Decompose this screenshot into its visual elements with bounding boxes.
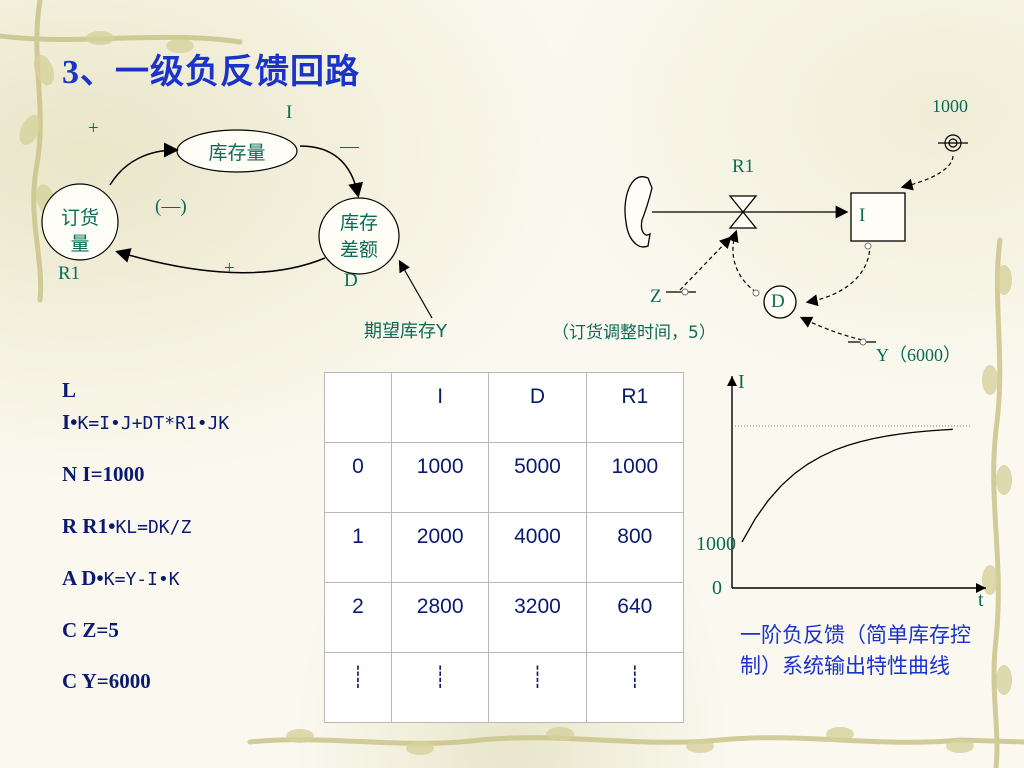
flow-label-R1: R1 [732,156,755,177]
loop-polarity-label: (—) [155,196,187,217]
node-inventory-label: 库存量 [208,143,266,164]
table-cell: 0 [324,442,392,513]
node-order-label-1: 订货 [60,208,99,229]
table-header-cell [324,372,392,443]
series-line [741,428,953,543]
chart-caption: 一阶负反馈（简单库存控制）系统输出特性曲线 [740,623,971,678]
table-cell: 1 [324,512,392,583]
table-cell: 800 [585,512,685,583]
node-gap-label-1: 库存 [339,213,378,234]
rate-valve [728,195,758,229]
equation-line: A D•K=Y-I•K [62,566,180,591]
loop-label-R1: R1 [58,263,81,284]
y-tick-label: 0 [712,577,722,599]
arrow-inventory-to-gap [299,145,363,198]
constant-symbol-1000 [938,134,968,152]
table-row: ┊┊┊┊ [324,652,685,723]
loop-label-plus-bottom: + [224,258,235,279]
flow-label-Y: Y（6000） [876,345,961,365]
equation-line: I•K=I•J+DT*R1•JK [62,410,229,435]
equation-line: C Y=6000 [62,669,151,694]
equation-code: KL=DK/Z [115,517,192,538]
desired-inventory-label: 期望库存Y [364,321,447,342]
equation-prefix: N I=1000 [62,462,145,486]
page-title: 3、一级负反馈回路 [62,54,360,91]
source-cloud [624,176,653,248]
equation-prefix: L [62,378,77,402]
table-cell: 3200 [488,582,587,653]
flow-label-I: I [859,205,866,226]
info-link-D-to-R1 [727,229,757,293]
table-cell: 640 [585,582,685,653]
table-cell: 5000 [488,442,587,513]
table-header-cell: I [390,372,490,443]
node-order-oval [41,183,119,261]
table-cell: 2800 [390,582,490,653]
arrow-desired-to-gap [398,259,433,319]
node-gap-oval [318,197,400,275]
loop-label-D: D [344,270,358,291]
equation-code: K=I•J+DT*R1•JK [77,413,230,434]
flow-z-note: （订货调整时间，5） [552,323,716,343]
info-link-Z-to-R1 [679,236,732,291]
equation-line: R R1•KL=DK/Z [62,514,191,539]
equation-prefix: C Z=5 [62,618,119,642]
loop-label-plus-top: + [88,118,99,139]
arrow-gap-to-order [115,248,326,274]
table-cell: 4000 [488,512,587,583]
equation-code: K=Y-I•K [103,569,180,590]
level-box-I [850,192,906,242]
x-axis-label: t [978,589,984,610]
flow-label-Z: Z [650,286,662,307]
aux-node-D [763,285,797,319]
info-link-I-to-D [805,243,871,307]
loop-label-I: I [286,102,293,123]
table-cell: ┊ [585,652,685,723]
table-cell: 1000 [390,442,490,513]
table-cell: ┊ [324,652,392,723]
equation-line: C Z=5 [62,618,119,643]
arrow-order-to-inventory [109,142,179,186]
table-header-cell: D [488,372,587,443]
equation-prefix: C Y=6000 [62,669,151,693]
flow-label-1000: 1000 [932,96,968,116]
flow-label-D: D [771,291,785,312]
y-tick-label: 1000 [696,533,736,555]
table-cell: 2000 [390,512,490,583]
equation-line: L [62,378,76,403]
info-link-1000-to-I [900,155,954,191]
table-cell: ┊ [488,652,587,723]
y-axis-arrow [727,376,737,386]
node-order-label-2: 量 [70,234,90,255]
equation-prefix: R R1• [62,514,116,538]
y-axis-label: I [738,371,745,393]
table-header-cell: R1 [585,372,685,443]
table-cell: 2 [324,582,392,653]
equation-line: N I=1000 [62,462,145,487]
x-axis-arrow [976,583,986,593]
table-cell: ┊ [390,652,490,723]
equation-prefix: A D• [62,566,104,590]
loop-label-minus: — [340,136,359,157]
output-curve-chart: It 1000 0 [696,371,986,610]
equation-prefix: I• [62,410,78,434]
info-link-Y-to-D [799,316,863,341]
node-gap-label-2: 差额 [339,240,378,261]
table-cell: 1000 [585,442,685,513]
